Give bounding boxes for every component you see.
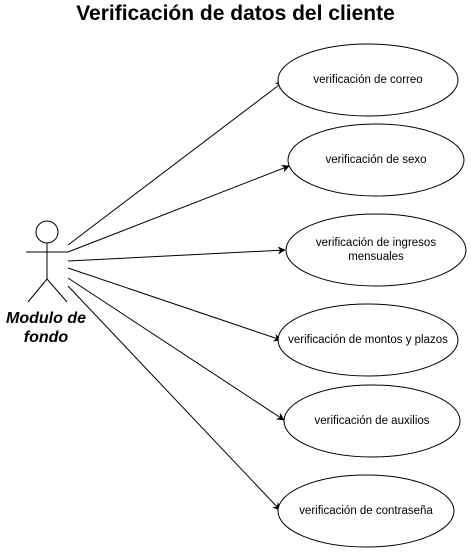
associations xyxy=(67,81,290,511)
actor-left-leg xyxy=(27,278,48,303)
association-ingresos xyxy=(67,246,286,262)
use-case-ellipse-sexo xyxy=(287,123,465,197)
use-case-label-sexo: verificación de sexo xyxy=(325,154,427,166)
use-case-ellipses xyxy=(277,43,467,548)
use-case-label-correo: verificación de correo xyxy=(313,74,423,86)
association-montos xyxy=(67,267,282,342)
use-case-label-auxilios: verificación de auxilios xyxy=(314,415,430,427)
actor-label: Modulo de fondo xyxy=(6,310,86,346)
association-sexo xyxy=(67,164,290,253)
use-case-ellipse-montos xyxy=(277,303,459,377)
use-case-label-montos: verificación de montos y plazos xyxy=(288,334,448,346)
actor-head xyxy=(35,220,59,244)
use-case-ellipse-auxilios xyxy=(283,384,461,458)
use-case-ellipse-contrasena xyxy=(277,474,455,548)
use-case-label-contrasena: verificación de contraseña xyxy=(299,505,433,517)
diagram-title: Verificación de datos del cliente xyxy=(76,2,395,25)
association-contrasena xyxy=(67,285,281,511)
association-auxilios xyxy=(67,277,285,421)
actor-right-leg xyxy=(46,278,68,303)
use-case-ellipse-ingresos xyxy=(285,213,467,287)
use-case-label-ingresos: verificación de ingresos mensuales xyxy=(315,237,437,263)
association-correo xyxy=(67,81,284,246)
actor-stick-figure xyxy=(26,220,68,303)
use-case-ellipse-correo xyxy=(277,43,459,117)
